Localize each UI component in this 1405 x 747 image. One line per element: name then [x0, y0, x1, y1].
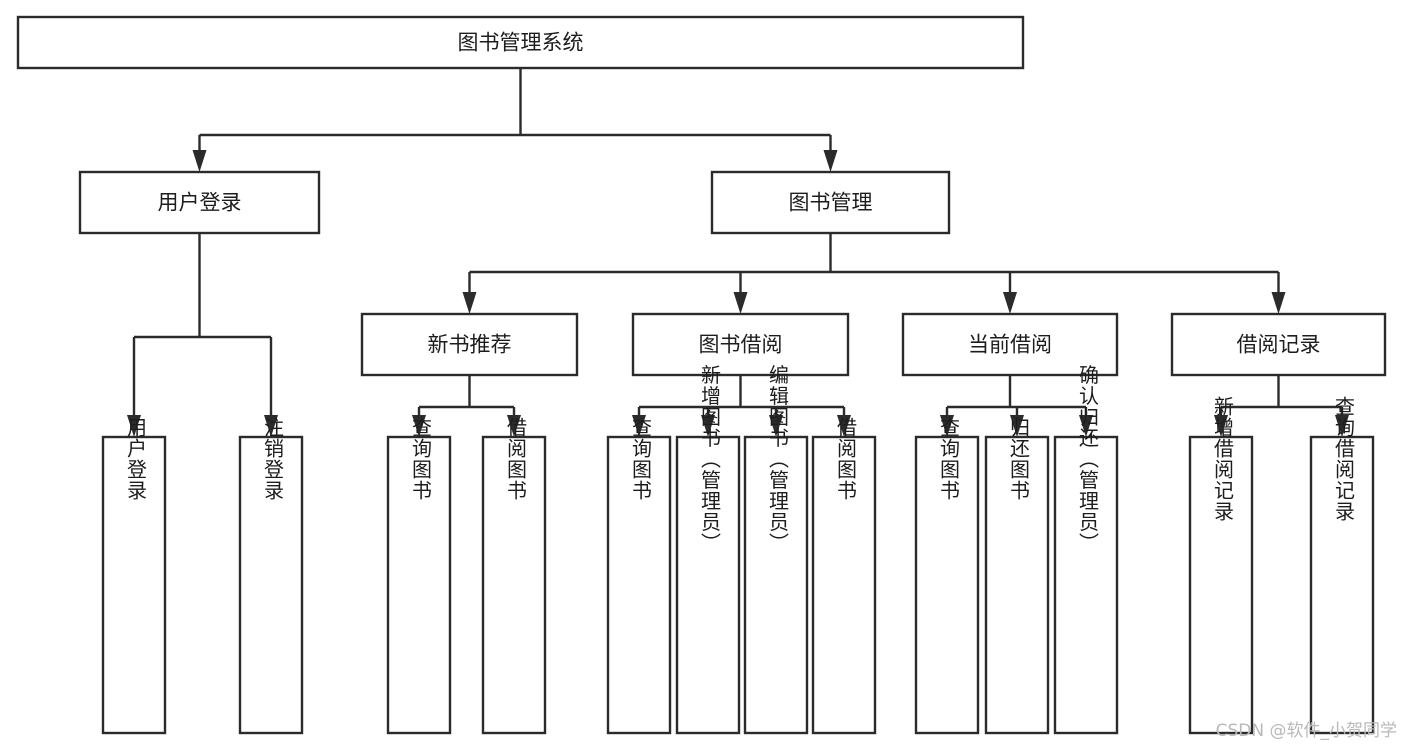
node-leaf-8-box[interactable]	[914, 435, 980, 735]
node-leaf-1[interactable]: 注销登录	[238, 417, 304, 735]
group-3-arrow-1	[1010, 415, 1024, 437]
node-level3-0-box[interactable]	[360, 312, 579, 377]
csdn-watermark: CSDN @软件_小贺同学	[1215, 721, 1397, 741]
node-leaf-10[interactable]: 确认归还（管理员）	[1053, 364, 1119, 735]
node-leaf-7-label: 借阅图书	[834, 417, 858, 501]
node-level3-3-box[interactable]	[1170, 312, 1387, 377]
node-level3-1-box[interactable]	[631, 312, 850, 377]
node-leaf-0-box[interactable]	[101, 435, 167, 735]
node-leaf-4[interactable]: 查询图书	[606, 417, 672, 735]
group-1-arrow-0	[412, 415, 426, 437]
node-leaf-2-label: 查询图书	[409, 417, 433, 501]
node-leaf-11-box[interactable]	[1188, 435, 1254, 735]
node-level3-2[interactable]: 当前借阅	[901, 312, 1119, 377]
node-leaf-8[interactable]: 查询图书	[914, 417, 980, 735]
node-leaf-6[interactable]: 编辑图书（管理员）	[743, 364, 809, 735]
node-level3-1-label: 图书借阅	[699, 333, 783, 357]
node-leaf-12[interactable]: 查询借阅记录	[1309, 396, 1375, 735]
node-leaf-2[interactable]: 查询图书	[386, 417, 452, 735]
connector-layer	[127, 68, 1349, 437]
book-mgmt-arrow-1	[733, 292, 748, 314]
node-leaf-7-box[interactable]	[811, 435, 877, 735]
node-level3-2-label: 当前借阅	[968, 333, 1052, 357]
group-2-arrow-1	[701, 415, 715, 437]
root-arrow-0	[192, 150, 207, 172]
book-mgmt-arrow-0	[462, 292, 477, 314]
group-2-arrow-0	[632, 415, 646, 437]
node-leaf-3[interactable]: 借阅图书	[481, 417, 547, 735]
node-leaf-12-label: 查询借阅记录	[1332, 396, 1356, 522]
node-leaf-5-label: 新增图书（管理员）	[698, 364, 722, 553]
node-leaf-10-label: 确认归还（管理员）	[1076, 364, 1100, 553]
node-level2-0-label: 用户登录	[158, 191, 242, 215]
node-root-label: 图书管理系统	[458, 31, 584, 55]
node-level2-0-box[interactable]	[78, 170, 321, 235]
node-leaf-0[interactable]: 用户登录	[101, 417, 167, 735]
node-level3-3[interactable]: 借阅记录	[1170, 312, 1387, 377]
node-leaf-2-box[interactable]	[386, 435, 452, 735]
node-leaf-9-box[interactable]	[984, 435, 1050, 735]
group-1-arrow-1	[507, 415, 521, 437]
node-leaf-4-label: 查询图书	[629, 417, 653, 501]
node-leaf-1-label: 注销登录	[261, 417, 285, 501]
node-leaf-3-label: 借阅图书	[504, 417, 528, 501]
group-0-arrow-1	[264, 415, 278, 437]
node-leaf-6-label: 编辑图书（管理员）	[766, 364, 790, 553]
node-leaf-6-box[interactable]	[743, 435, 809, 735]
node-level3-1[interactable]: 图书借阅	[631, 312, 850, 377]
node-level3-0[interactable]: 新书推荐	[360, 312, 579, 377]
node-level2-0[interactable]: 用户登录	[78, 170, 321, 235]
node-leaf-11[interactable]: 新增借阅记录	[1188, 396, 1254, 735]
group-0-arrow-0	[127, 415, 141, 437]
node-leaf-10-box[interactable]	[1053, 435, 1119, 735]
node-leaf-4-box[interactable]	[606, 435, 672, 735]
node-level2-1-label: 图书管理	[789, 191, 873, 215]
node-root-box[interactable]	[16, 15, 1025, 70]
group-4-arrow-0	[1214, 415, 1228, 437]
book-mgmt-arrow-2	[1003, 292, 1017, 314]
node-leaf-12-box[interactable]	[1309, 435, 1375, 735]
node-level3-0-label: 新书推荐	[428, 333, 512, 357]
node-leaf-11-label: 新增借阅记录	[1211, 396, 1235, 522]
group-4-arrow-1	[1335, 415, 1349, 437]
node-leaf-5-box[interactable]	[675, 435, 741, 735]
group-2-arrow-2	[769, 415, 783, 437]
node-layer: 图书管理系统用户登录图书管理新书推荐图书借阅当前借阅借阅记录用户登录注销登录查询…	[16, 15, 1387, 735]
group-2-arrow-3	[837, 415, 851, 437]
node-leaf-1-box[interactable]	[238, 435, 304, 735]
node-leaf-9-label: 归还图书	[1007, 417, 1031, 501]
node-leaf-8-label: 查询图书	[937, 417, 961, 501]
node-leaf-5[interactable]: 新增图书（管理员）	[675, 364, 741, 735]
root-arrow-1	[823, 150, 838, 172]
node-leaf-3-box[interactable]	[481, 435, 547, 735]
node-root[interactable]: 图书管理系统	[16, 15, 1025, 70]
group-3-arrow-2	[1079, 415, 1093, 437]
node-level3-3-label: 借阅记录	[1237, 333, 1321, 357]
group-3-arrow-0	[940, 415, 954, 437]
node-level2-1[interactable]: 图书管理	[710, 170, 951, 235]
node-level2-1-box[interactable]	[710, 170, 951, 235]
book-mgmt-arrow-3	[1271, 292, 1286, 314]
node-leaf-9[interactable]: 归还图书	[984, 417, 1050, 735]
node-level3-2-box[interactable]	[901, 312, 1119, 377]
node-leaf-0-label: 用户登录	[124, 417, 148, 501]
node-leaf-7[interactable]: 借阅图书	[811, 417, 877, 735]
